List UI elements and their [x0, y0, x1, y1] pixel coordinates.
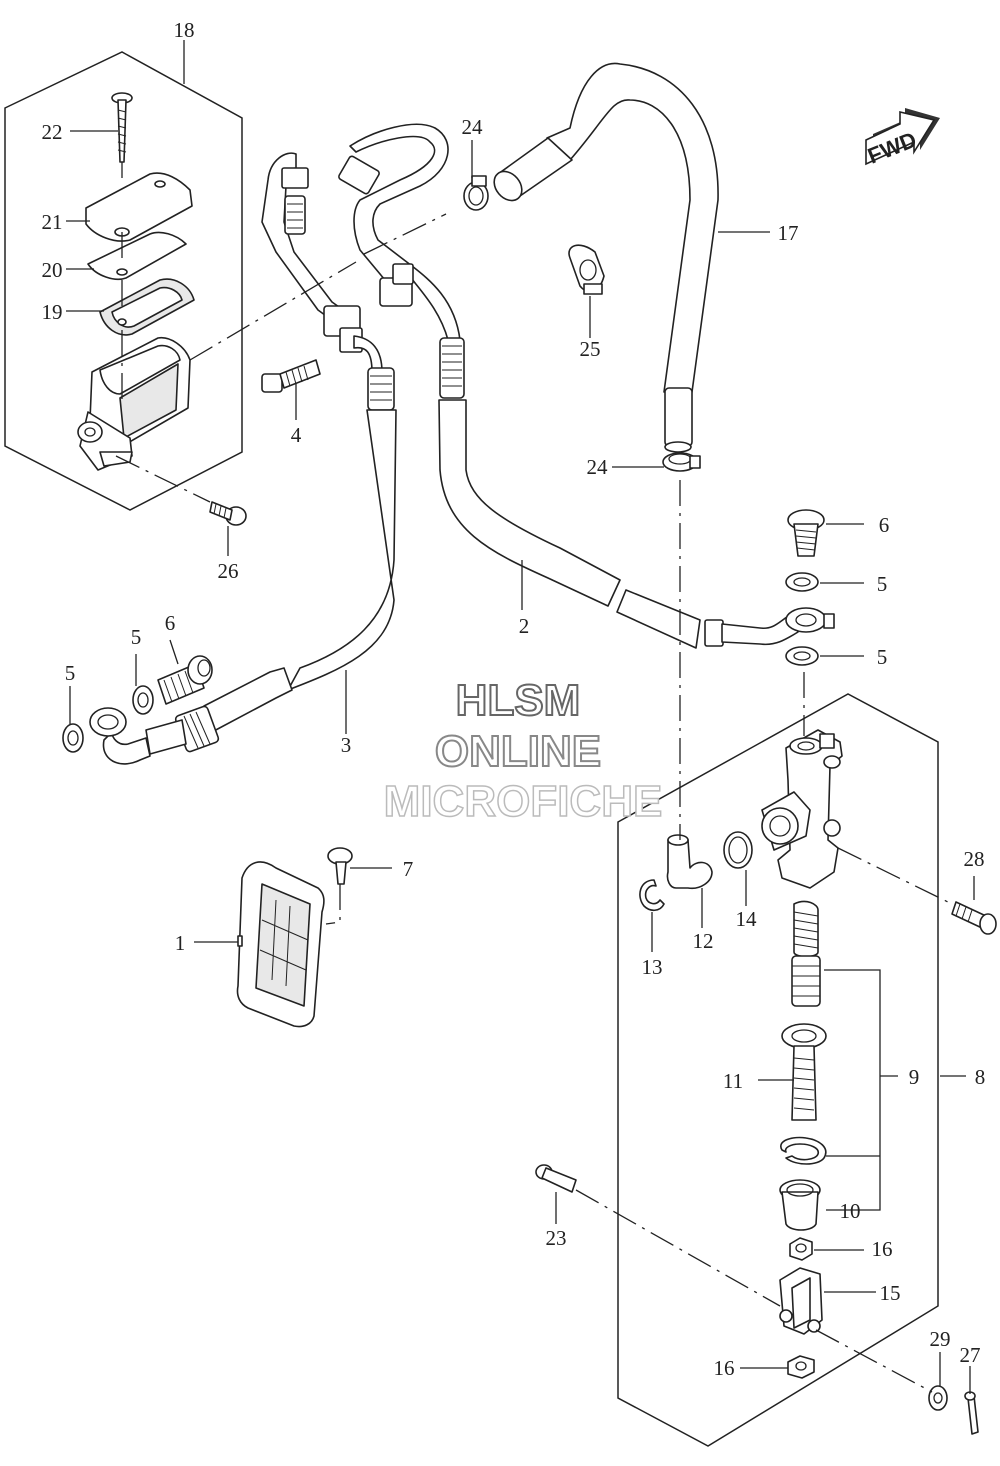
callout-16-upper: 16 [872, 1237, 893, 1261]
part-23-pin [535, 1164, 577, 1193]
part-7-screw [327, 847, 353, 885]
callout-25: 25 [580, 337, 601, 361]
part-28-bolt [951, 901, 997, 935]
callout-26: 26 [218, 559, 239, 583]
callout-24-upper: 24 [462, 115, 484, 139]
part-5-washer-left-2 [132, 685, 154, 715]
callout-19: 19 [42, 300, 63, 324]
part-18-master-cylinder-body [77, 336, 191, 471]
part-17-hose [493, 62, 719, 453]
part-9-circlip [780, 1136, 827, 1165]
watermark-line-1: HLSM [456, 676, 581, 725]
callout-5-right-lower: 5 [877, 645, 888, 669]
leader-lines [66, 40, 975, 1394]
assembly-guide-lines [115, 162, 953, 1393]
callout-14: 14 [736, 907, 758, 931]
master-cylinder-group-box [4, 51, 243, 511]
part-16-nut-lower [787, 1355, 815, 1379]
callout-10: 10 [840, 1199, 861, 1223]
part-22-screw [111, 92, 133, 163]
part-5-washer-right-1 [785, 572, 819, 592]
callout-20: 20 [42, 258, 63, 282]
part-14-o-ring [723, 831, 753, 869]
watermark-line-2: ONLINE [435, 727, 601, 776]
callout-7: 7 [403, 857, 414, 881]
callout-27: 27 [960, 1343, 981, 1367]
part-29-washer [928, 1385, 948, 1411]
callout-15: 15 [880, 1281, 901, 1305]
part-24-clamp-lower [662, 452, 701, 472]
part-16-nut-upper [789, 1237, 813, 1261]
part-9-piston-assembly-spring [791, 900, 821, 1007]
part-8-rear-master-cylinder [761, 729, 843, 889]
part-19-diaphragm [99, 278, 195, 336]
callout-28: 28 [964, 847, 985, 871]
part-15-clevis [779, 1267, 823, 1335]
part-5-washer-right-2 [785, 646, 819, 666]
part-27-cotter-pin [964, 1391, 979, 1435]
callout-1: 1 [175, 931, 186, 955]
callout-6-right: 6 [879, 513, 890, 537]
callout-6-left: 6 [165, 611, 176, 635]
callout-17: 17 [778, 221, 799, 245]
callout-9: 9 [909, 1065, 920, 1089]
callout-29: 29 [930, 1327, 951, 1351]
part-20-diaphragm-plate [87, 231, 187, 280]
watermark-line-3: MICROFICHE [384, 777, 663, 826]
callout-5-left-inner: 5 [131, 625, 142, 649]
part-2-brake-hose [338, 123, 835, 649]
callout-8: 8 [975, 1065, 986, 1089]
part-6-banjo-bolt-left [157, 655, 213, 705]
callout-5-left-outer: 5 [65, 661, 76, 685]
callout-3: 3 [341, 733, 352, 757]
part-13-circlip [639, 879, 665, 912]
part-5-washer-left-1 [62, 723, 84, 753]
callout-22: 22 [42, 120, 63, 144]
callout-21: 21 [42, 210, 63, 234]
part-21-cap [85, 172, 193, 242]
callout-labels: 18 22 21 20 19 4 26 24 25 24 17 6 5 5 2 … [42, 18, 986, 1380]
rear-master-cylinder-group-box [617, 693, 939, 1447]
callout-2: 2 [519, 614, 530, 638]
callout-4: 4 [291, 423, 302, 447]
part-11-push-rod [781, 1023, 827, 1121]
callout-5-right-upper: 5 [877, 572, 888, 596]
part-12-elbow-fitting [666, 834, 713, 890]
callout-11: 11 [723, 1069, 743, 1093]
callout-16-lower: 16 [714, 1356, 735, 1380]
part-25-clamp [568, 244, 605, 295]
callout-23: 23 [546, 1226, 567, 1250]
part-3-brake-hose [89, 152, 397, 765]
callout-12: 12 [693, 929, 714, 953]
part-26-bolt [209, 501, 247, 526]
part-24-clamp-upper [463, 175, 489, 211]
part-6-banjo-bolt-right [787, 509, 825, 557]
fwd-arrow-icon: FWD [864, 108, 940, 169]
part-1-reflector [236, 861, 325, 1028]
callout-13: 13 [642, 955, 663, 979]
callout-18: 18 [174, 18, 195, 42]
part-4-bolt [261, 359, 321, 393]
part-10-boot [779, 1179, 821, 1231]
watermark: HLSM ONLINE MICROFICHE [383, 675, 663, 827]
callout-24-lower: 24 [587, 455, 609, 479]
